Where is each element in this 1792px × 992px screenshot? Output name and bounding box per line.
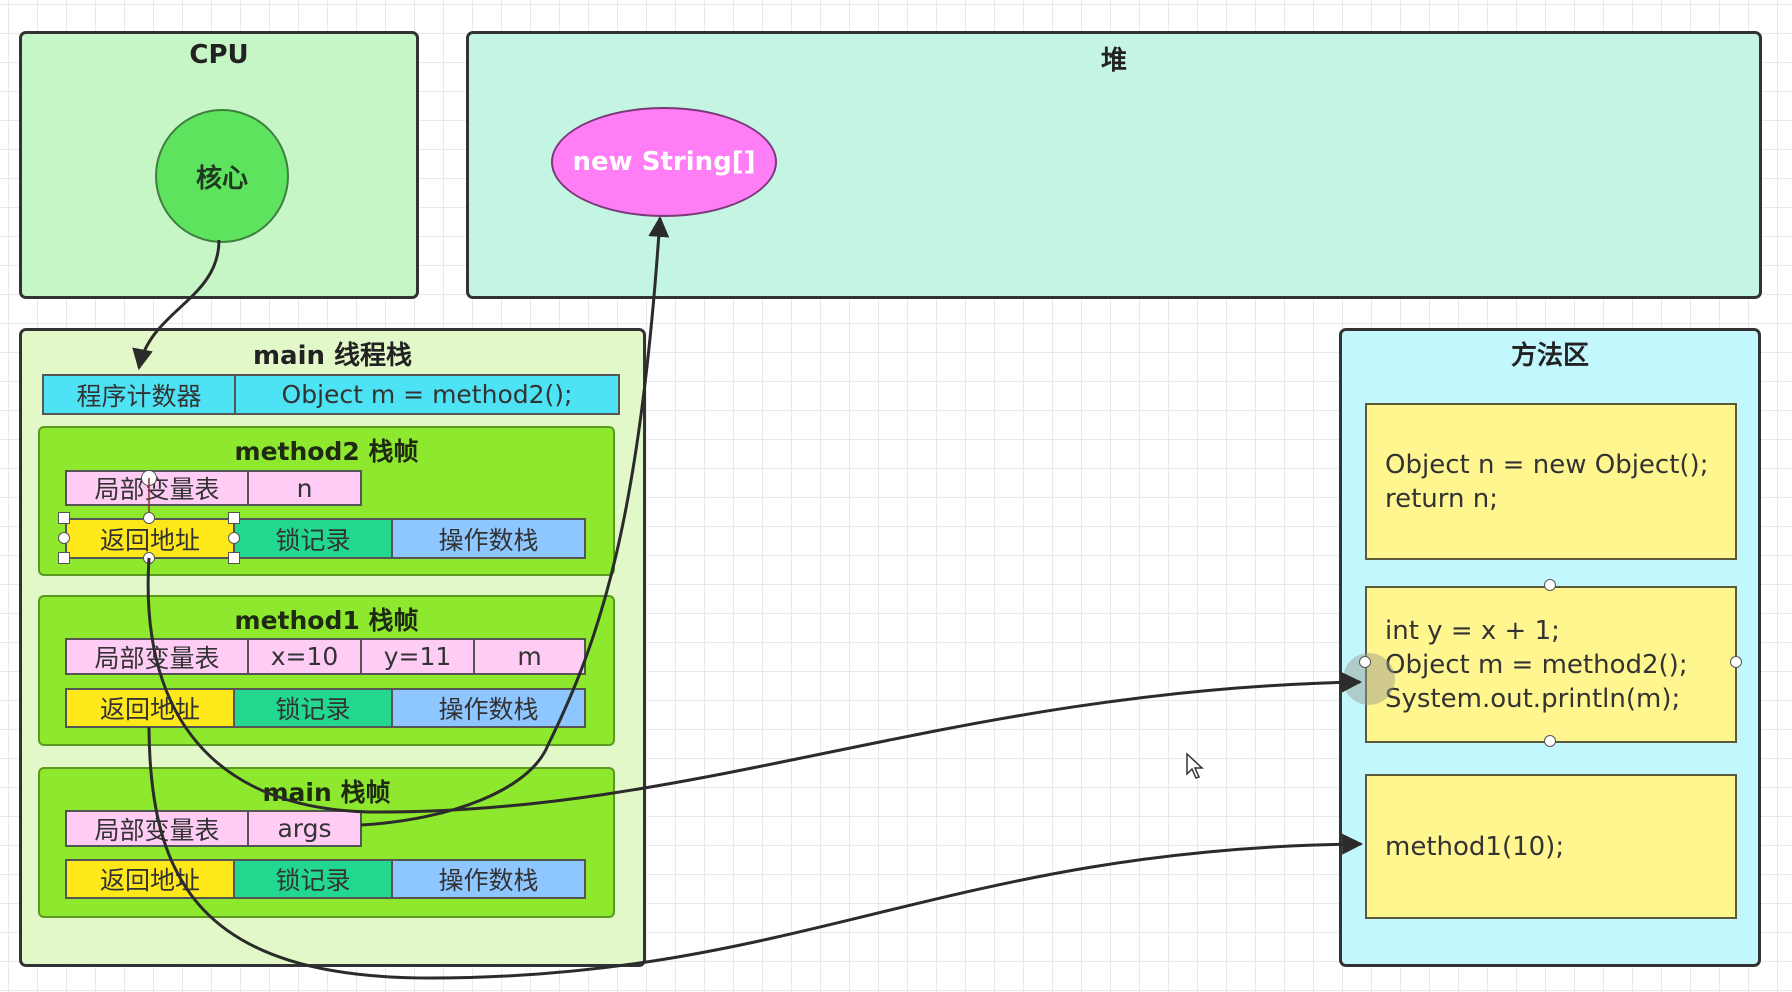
thread-stack-title: main 线程栈 — [252, 341, 413, 371]
heap-title: 堆 — [1100, 46, 1127, 76]
operand-stack[interactable]: 操作数栈 — [391, 859, 586, 899]
connection-point[interactable] — [143, 552, 155, 564]
frame-info-row[interactable]: 返回地址 锁记录 操作数栈 — [65, 859, 586, 899]
connection-point[interactable] — [1730, 656, 1742, 668]
connection-point[interactable] — [141, 470, 157, 486]
return-address[interactable]: 返回地址 — [65, 688, 235, 728]
code-block-method1[interactable]: int y = x + 1; Object m = method2(); Sys… — [1365, 586, 1737, 743]
local-variable-table[interactable]: 局部变量表 n — [65, 470, 362, 506]
frame-title: method1 栈帧 — [234, 606, 419, 635]
connection-point[interactable] — [1544, 579, 1556, 591]
selection-handle[interactable] — [58, 552, 70, 564]
local-variable[interactable]: args — [247, 810, 362, 847]
code-block-method2[interactable]: Object n = new Object(); return n; — [1365, 403, 1737, 560]
connection-point[interactable] — [58, 532, 70, 544]
frame-title: main 栈帧 — [262, 778, 391, 807]
return-address[interactable]: 返回地址 — [65, 859, 235, 899]
selection-handle[interactable] — [58, 512, 70, 524]
local-variable-table-label: 局部变量表 — [65, 638, 249, 675]
program-counter-value: Object m = method2(); — [234, 374, 620, 415]
program-counter-row[interactable]: 程序计数器 Object m = method2(); — [42, 374, 620, 415]
local-variable-table[interactable]: 局部变量表 x=10 y=11 m — [65, 638, 586, 675]
connection-point[interactable] — [1544, 735, 1556, 747]
cpu-core-node[interactable]: 核心 — [155, 109, 289, 243]
local-variable-table[interactable]: 局部变量表 args — [65, 810, 362, 847]
lock-record[interactable]: 锁记录 — [233, 859, 393, 899]
lock-record[interactable]: 锁记录 — [233, 688, 393, 728]
local-variable-table-label: 局部变量表 — [65, 810, 249, 847]
local-variable[interactable]: x=10 — [247, 638, 362, 675]
frame-info-row[interactable]: 返回地址 锁记录 操作数栈 — [65, 518, 586, 559]
local-variable[interactable]: m — [473, 638, 586, 675]
frame-title: method2 栈帧 — [234, 437, 419, 466]
local-variable[interactable]: n — [247, 470, 362, 506]
local-variable[interactable]: y=11 — [360, 638, 475, 675]
operand-stack[interactable]: 操作数栈 — [391, 518, 586, 559]
connection-point[interactable] — [1359, 656, 1371, 668]
mouse-cursor-icon — [1186, 752, 1204, 779]
local-variable-table-label: 局部变量表 — [65, 470, 249, 506]
cpu-panel[interactable]: CPU 核心 — [19, 31, 419, 299]
heap-object-string-array[interactable]: new String[] — [551, 107, 777, 217]
selection-handle[interactable] — [228, 552, 240, 564]
selection-handle[interactable] — [228, 512, 240, 524]
program-counter-label: 程序计数器 — [42, 374, 236, 415]
heap-panel[interactable]: 堆 new String[] — [466, 31, 1762, 299]
lock-record[interactable]: 锁记录 — [233, 518, 393, 559]
cpu-title: CPU — [189, 40, 249, 70]
frame-info-row[interactable]: 返回地址 锁记录 操作数栈 — [65, 688, 586, 728]
code-block-main[interactable]: method1(10); — [1365, 774, 1737, 919]
connection-point[interactable] — [228, 532, 240, 544]
method-area-title: 方法区 — [1510, 341, 1589, 371]
operand-stack[interactable]: 操作数栈 — [391, 688, 586, 728]
connection-point[interactable] — [143, 512, 155, 524]
